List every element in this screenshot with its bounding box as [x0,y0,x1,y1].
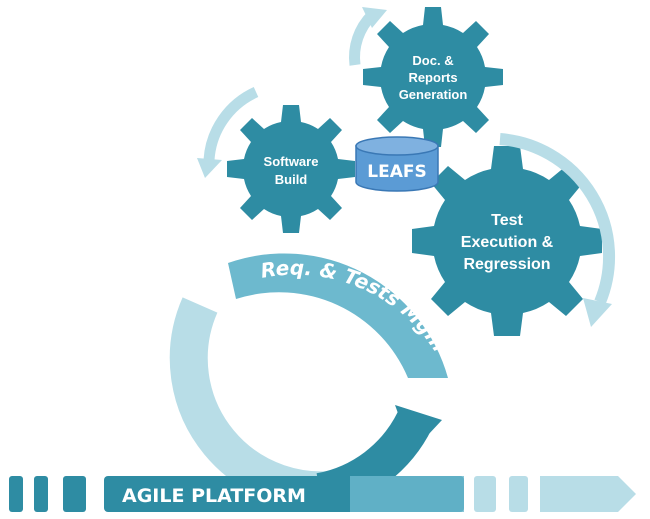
arrow-to-doc-reports [349,11,377,66]
database-label: LEAFS [367,162,426,182]
cycle-arc-light [169,297,355,510]
platform-block-2 [34,476,48,512]
flow-arrows [197,7,616,327]
test-execution-gear: Test Execution & Regression [412,146,602,336]
database-body [355,145,439,192]
platform-block-4 [474,476,496,512]
doc-reports-gear: Doc. & Reports Generation [363,7,503,147]
test-line2: Execution & [461,234,554,251]
arrow-to-software-build [203,86,259,161]
platform-label: AGILE PLATFORM [122,485,306,507]
platform-arrow [540,476,636,512]
platform-block-3 [63,476,86,512]
platform-fade [350,476,464,512]
test-line3: Regression [463,256,550,273]
database-top [355,136,439,156]
gear-shape [363,7,503,147]
doc-line1: Doc. & [412,53,453,68]
platform-block-5 [509,476,528,512]
arrow-to-doc-reports-head [362,7,387,28]
build-line2: Build [275,172,308,187]
arrow-to-test-execution-head [583,298,612,327]
cycle-arrow-head [395,405,442,452]
gear-shape [227,105,355,233]
doc-line3: Generation [399,87,468,102]
agile-platform-bar: AGILE PLATFORM [9,476,636,512]
build-line1: Software [264,154,319,169]
arrow-to-test-execution [499,133,616,305]
software-build-gear: Software Build [227,105,355,233]
arrow-to-software-build-head [197,158,222,178]
cycle-arc-band [228,253,448,378]
gear-shape [412,146,602,336]
platform-block-1 [9,476,23,512]
doc-line2: Reports [408,70,457,85]
test-line1: Test [491,212,523,229]
leafs-database: LEAFS [355,136,439,192]
